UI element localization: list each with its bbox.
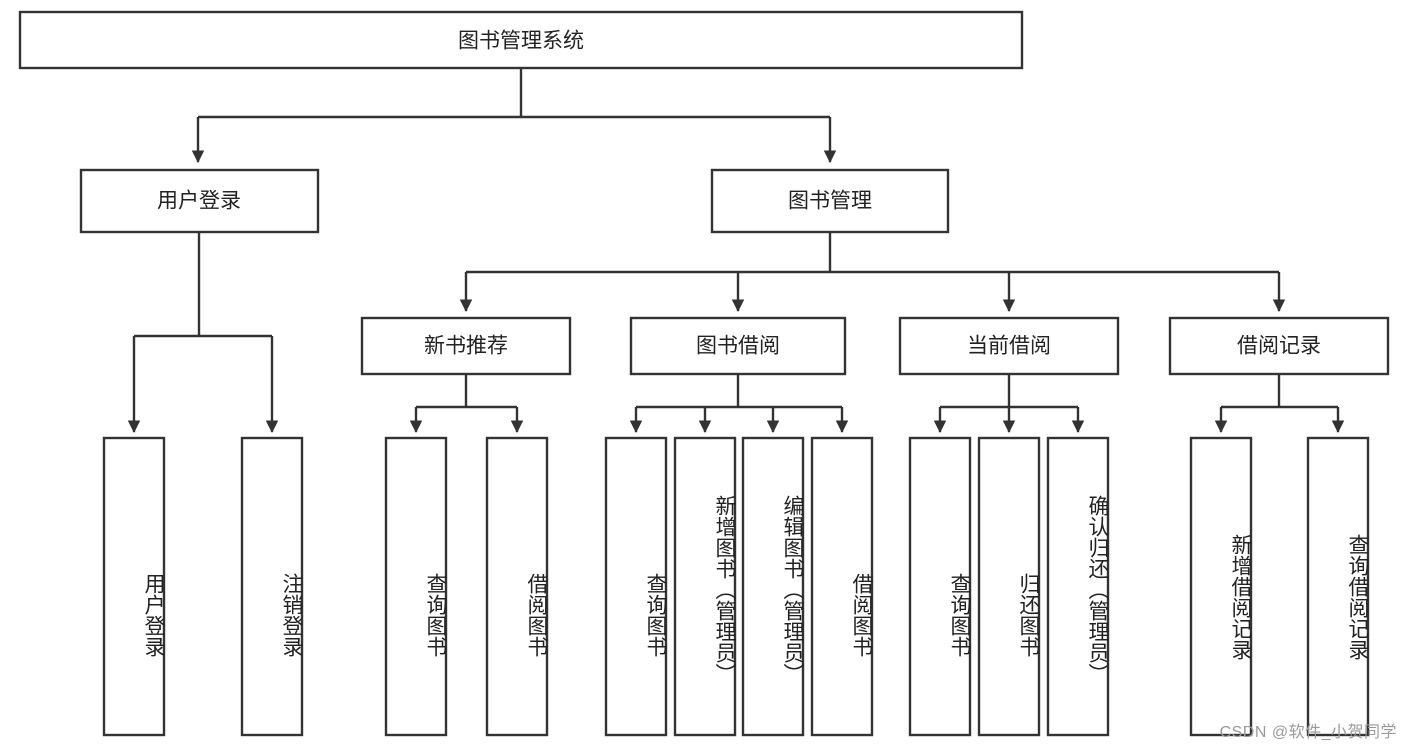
node-new-book-recommend[interactable]: 新书推荐 [360, 316, 572, 376]
leaf-node-record-query[interactable] [1306, 436, 1370, 737]
node-new-book-recommend-label: 新书推荐 [424, 335, 508, 358]
node-book-management-label: 图书管理 [788, 190, 872, 213]
leaf-node-record-add[interactable] [1189, 436, 1253, 737]
node-user-login[interactable]: 用户登录 [79, 168, 320, 234]
node-root-label: 图书管理系统 [458, 30, 584, 53]
node-root[interactable]: 图书管理系统 [18, 10, 1024, 70]
leaf-node-bookborrow-query[interactable] [604, 436, 668, 737]
leaf-node-currentborrow-return[interactable] [977, 436, 1041, 737]
leaf-node-currentborrow-query[interactable] [908, 436, 972, 737]
leaf-node-currentborrow-confirm[interactable] [1046, 436, 1110, 737]
connector-currentborrow-to-leaves [933, 374, 1085, 433]
node-borrow-record[interactable]: 借阅记录 [1168, 316, 1390, 376]
node-book-management[interactable]: 图书管理 [710, 168, 950, 234]
leaf-node-bookborrow-edit[interactable] [741, 436, 805, 737]
connector-borrowrecord-to-leaves [1214, 374, 1345, 433]
node-current-borrow-label: 当前借阅 [967, 335, 1051, 358]
leaf-node-newbook-borrow[interactable] [485, 436, 549, 737]
connector-bookmgmt-to-level2 [459, 232, 1286, 312]
csdn-watermark: CSDN @软件_小贺同学 [1219, 724, 1397, 741]
node-borrow-record-label: 借阅记录 [1237, 335, 1321, 358]
leaf-node-bookborrow-borrow[interactable] [810, 436, 874, 737]
leaf-node-bookborrow-add[interactable] [673, 436, 737, 737]
leaf-node-user-login-logout[interactable] [240, 436, 304, 737]
node-book-borrow[interactable]: 图书借阅 [629, 316, 847, 376]
connector-userlogin-to-leaves [127, 232, 279, 433]
connector-bookborrow-to-leaves [629, 374, 849, 433]
connector-newbook-to-leaves [409, 374, 524, 433]
node-user-login-label: 用户登录 [157, 190, 241, 213]
leaf-node-user-login-login[interactable] [102, 436, 166, 737]
node-book-borrow-label: 图书借阅 [696, 335, 780, 358]
node-current-borrow[interactable]: 当前借阅 [898, 316, 1120, 376]
connector-root-to-level1 [191, 68, 837, 163]
leaf-node-newbook-query[interactable] [384, 436, 448, 737]
